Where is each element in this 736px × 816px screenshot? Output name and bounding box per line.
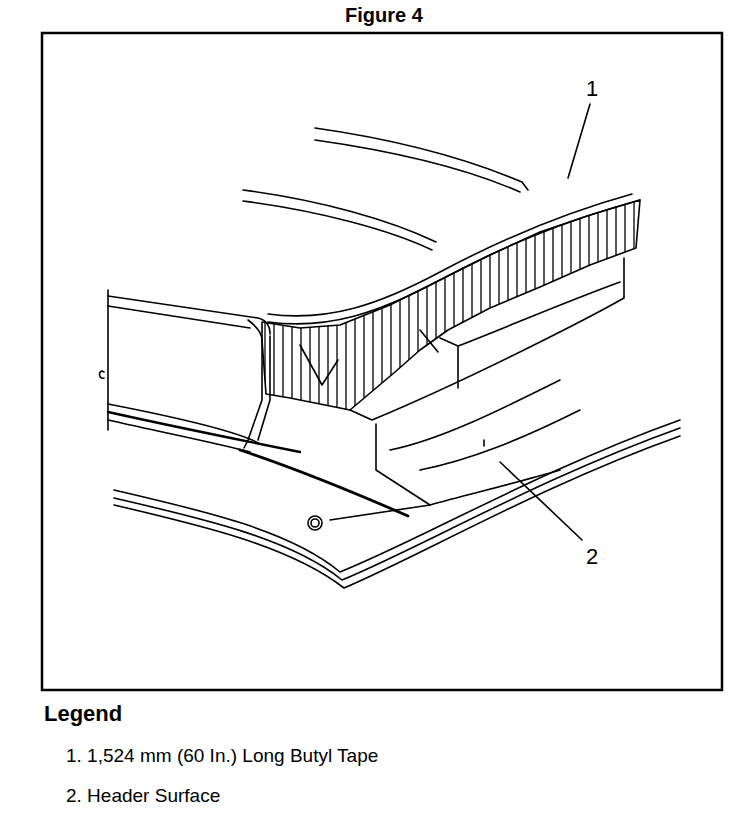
callout-number: 2 — [586, 544, 598, 570]
legend-heading: Legend — [44, 701, 122, 727]
callout-number: 1 — [586, 76, 598, 102]
legend-item: 1. 1,524 mm (60 In.) Long Butyl Tape — [66, 745, 378, 767]
figure-frame — [42, 33, 722, 690]
legend-item: 2. Header Surface — [66, 785, 220, 807]
figure-title: Figure 4 — [345, 4, 423, 27]
